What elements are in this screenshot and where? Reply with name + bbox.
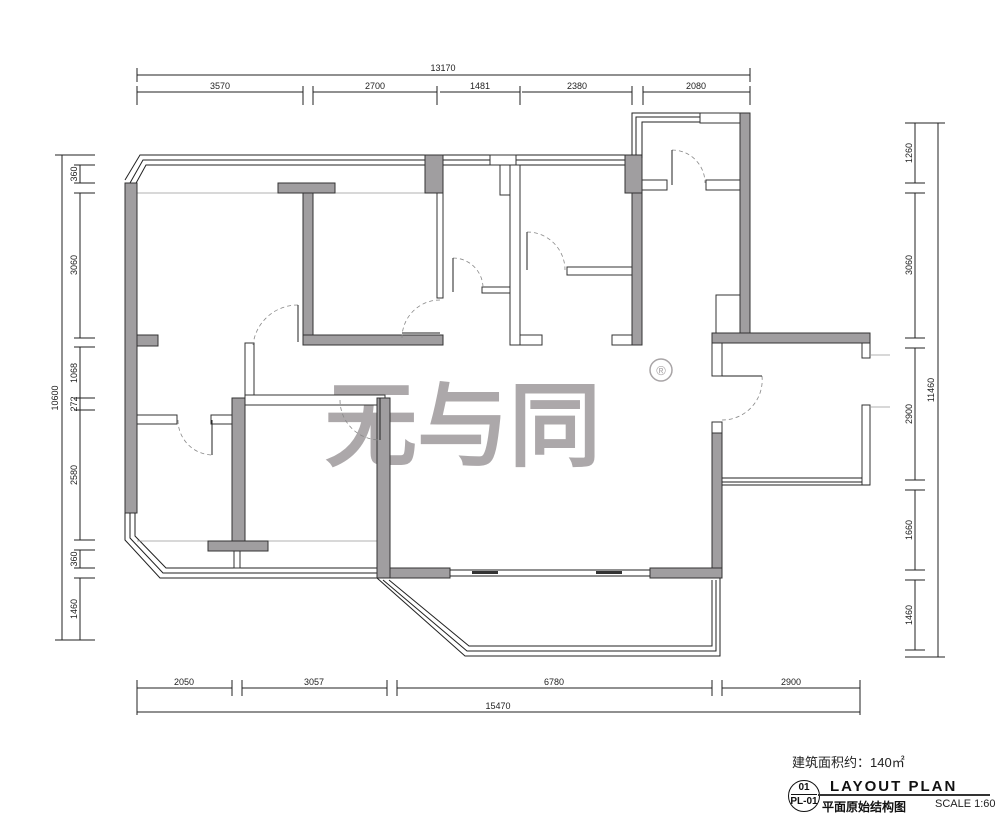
drawing-scale: SCALE 1:60 <box>935 798 996 810</box>
watermark-logo: 无与同 ® <box>325 358 673 480</box>
dim-bottom: 2900 <box>781 677 801 687</box>
dim-top-total: 13170 <box>430 63 455 73</box>
walls <box>124 112 890 657</box>
dim-top: 2380 <box>567 81 587 91</box>
dim-left: 360 <box>69 166 79 181</box>
drawing-number-badge: 01 PL-01 <box>788 780 820 812</box>
dimension-lines <box>55 68 945 715</box>
badge-number: 01 <box>798 782 810 793</box>
dim-left: 1068 <box>69 363 79 383</box>
badge-code: PL-01 <box>790 796 818 807</box>
dim-right: 3060 <box>904 255 914 275</box>
dim-left: 3060 <box>69 255 79 275</box>
dim-top: 2080 <box>686 81 706 91</box>
dim-left: 360 <box>69 551 79 566</box>
dim-right: 1260 <box>904 143 914 163</box>
dim-left-total: 10600 <box>50 385 60 410</box>
dim-bottom: 2050 <box>174 677 194 687</box>
dim-bottom: 3057 <box>304 677 324 687</box>
dim-top: 2700 <box>365 81 385 91</box>
drawing-title: LAYOUT PLAN <box>830 778 958 795</box>
building-area-label: 建筑面积约：140㎡ <box>792 755 905 770</box>
dim-right: 1460 <box>904 605 914 625</box>
dim-top: 3570 <box>210 81 230 91</box>
drawing-subtitle: 平面原始结构图 <box>822 800 907 814</box>
dim-right-total: 11460 <box>926 378 936 402</box>
dim-right: 1660 <box>904 520 914 540</box>
dim-bottom: 6780 <box>544 677 564 687</box>
watermark-registered: ® <box>656 363 666 378</box>
dim-top: 1481 <box>470 81 490 91</box>
watermark-text: 无与同 <box>325 373 601 480</box>
dim-left: 1460 <box>69 599 79 619</box>
dim-bottom-total: 15470 <box>485 701 510 711</box>
dim-left: 2580 <box>69 465 79 485</box>
dimension-labels: 13170 3570 2700 1481 2380 2080 2050 3057… <box>50 63 936 711</box>
doors <box>177 149 763 456</box>
dim-right: 2900 <box>904 404 914 424</box>
dim-left: 272 <box>69 396 79 411</box>
title-divider <box>818 794 990 796</box>
